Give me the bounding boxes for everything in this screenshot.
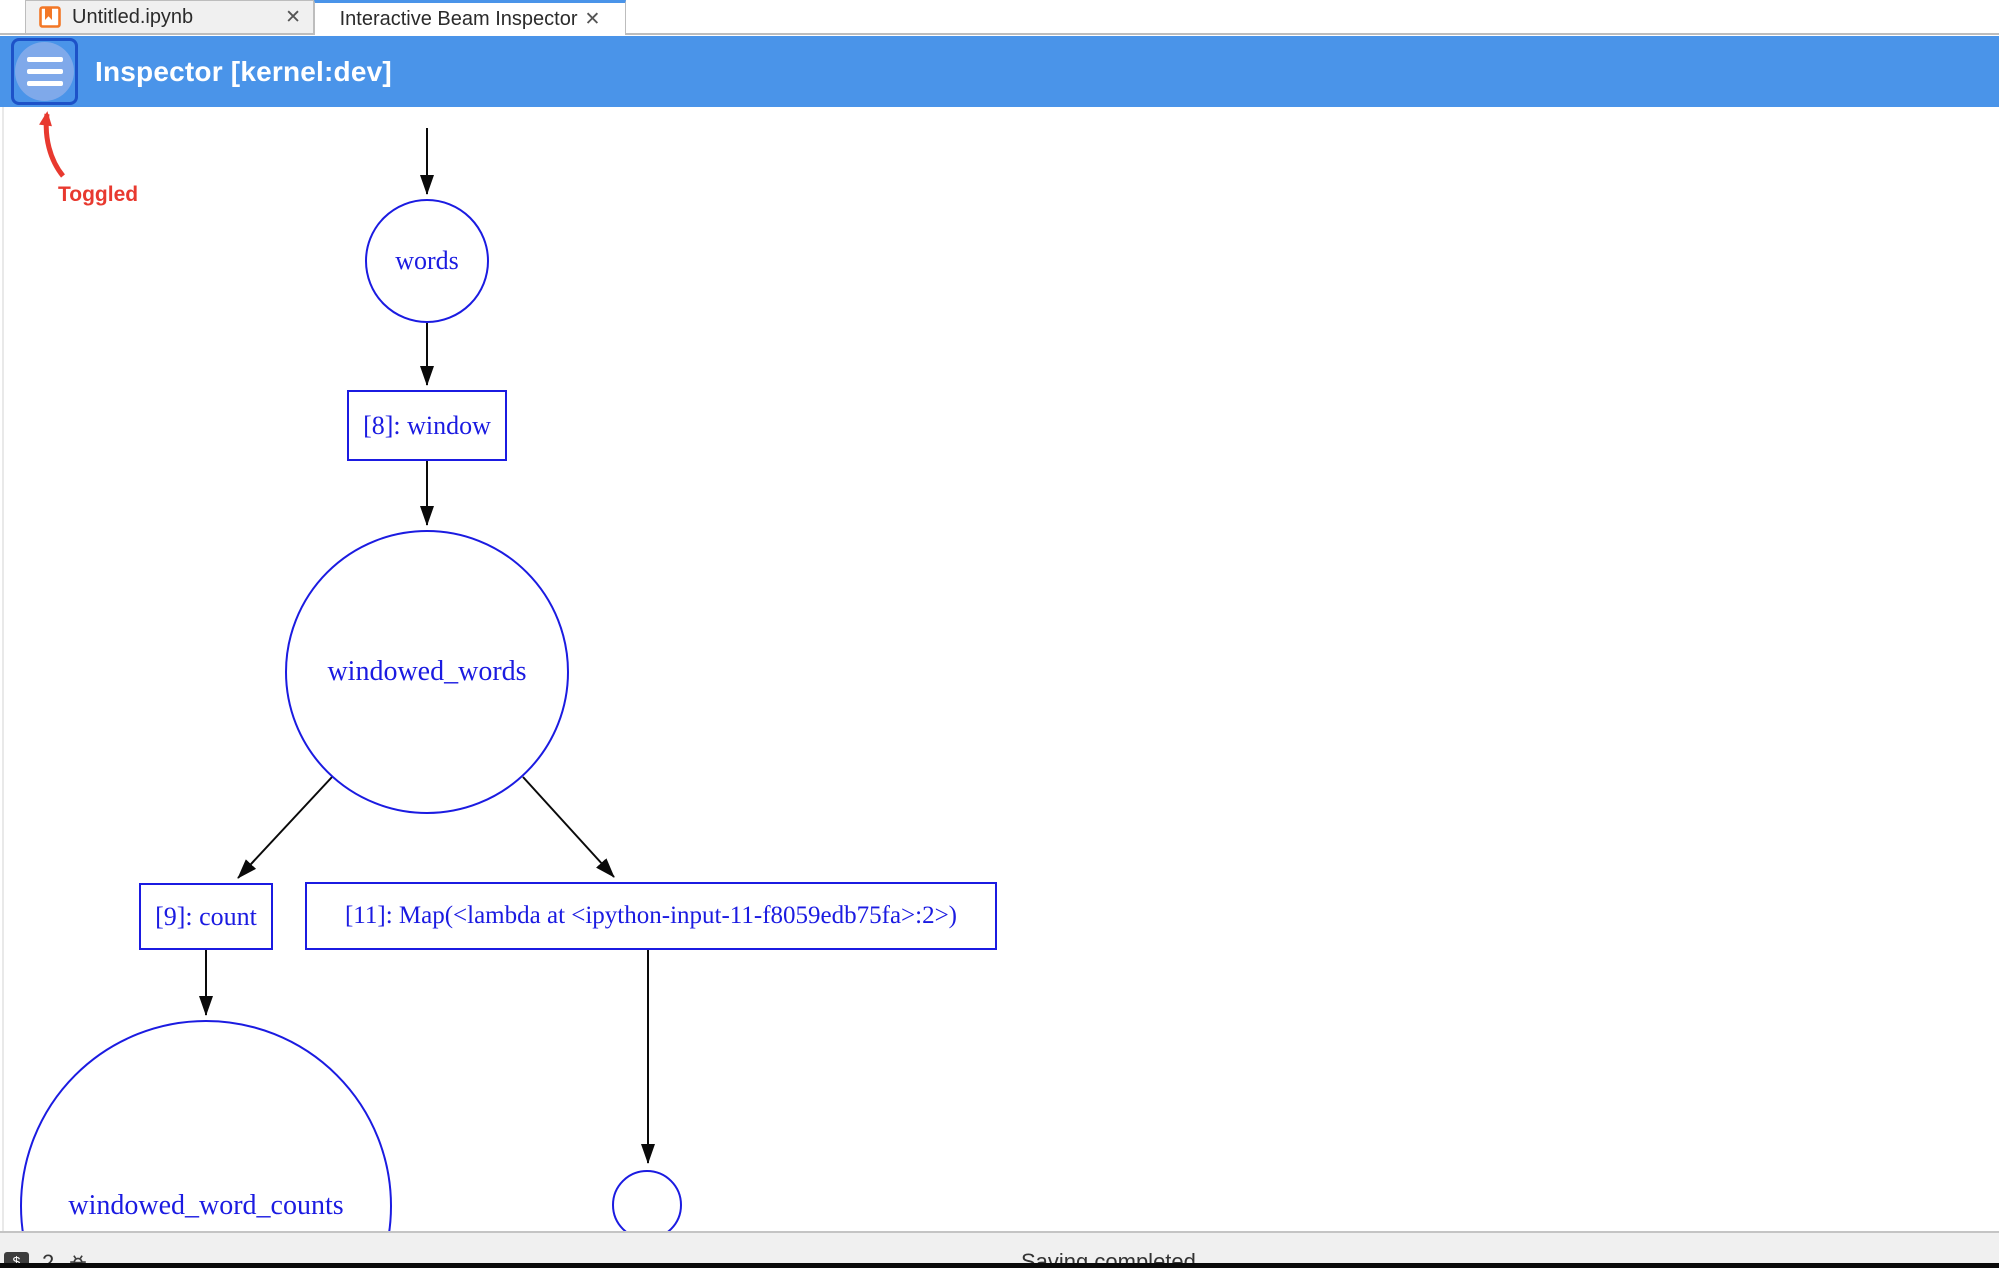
tab-untitled-notebook[interactable]: Untitled.ipynb ✕ [25,0,314,34]
menu-toggle-button[interactable] [11,38,78,105]
close-icon[interactable]: ✕ [584,8,601,30]
content-left-border [2,107,4,1233]
tab-label: Untitled.ipynb [72,5,194,28]
close-icon[interactable]: ✕ [285,6,301,28]
node-label: [9]: count [155,901,257,931]
page-title: Inspector [kernel:dev] [95,55,392,87]
terminal-dollar-glyph: $ [12,1255,21,1268]
graph-node-windowed-words: windowed_words [285,530,569,814]
status-bar: $ 2 Saving completed [0,1231,1999,1268]
hamburger-icon [15,42,74,101]
window-bottom-strip [0,1263,1999,1268]
notebook-icon [38,5,62,29]
annotation-toggled-label: Toggled [58,183,139,206]
graph-node-window: [8]: window [347,390,507,461]
tab-beam-inspector[interactable]: Interactive Beam Inspector ✕ [314,0,626,35]
graph-node-unnamed-output [612,1170,682,1240]
inspector-header: Inspector [kernel:dev] [0,36,1999,107]
graph-node-words: words [365,199,489,323]
graph-node-map-lambda: [11]: Map(<lambda at <ipython-input-11-f… [305,882,997,950]
node-label: [11]: Map(<lambda at <ipython-input-11-f… [344,902,958,929]
node-label: words [395,246,459,275]
graph-node-count: [9]: count [139,883,273,950]
node-label: [8]: window [363,410,491,440]
tab-bar-bottom-border [0,33,1999,35]
tab-bar: Untitled.ipynb ✕ Interactive Beam Inspec… [0,0,1999,36]
tab-label: Interactive Beam Inspector [339,7,578,30]
node-label: windowed_words [327,656,527,687]
node-label: windowed_word_counts [68,1190,344,1221]
